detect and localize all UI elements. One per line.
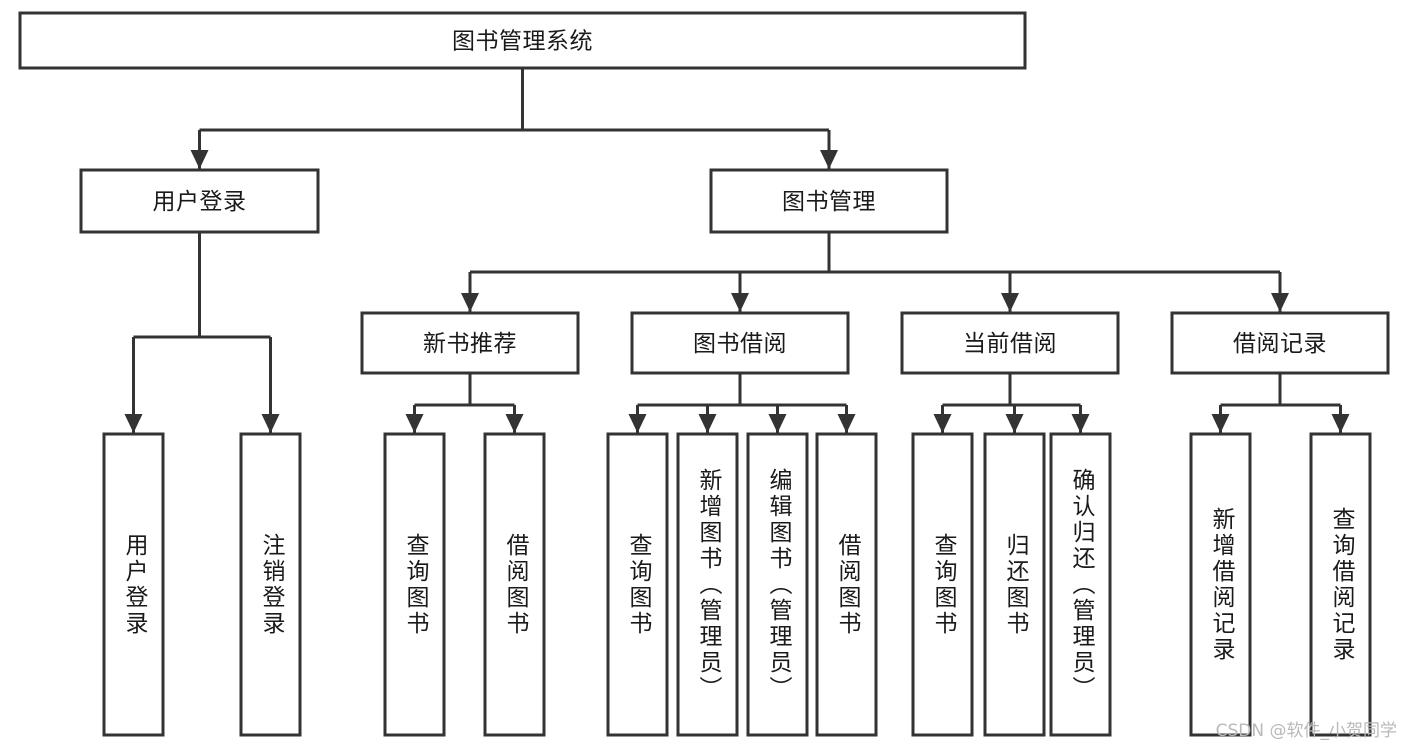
node-box-leaf-add-borrow-record[interactable] bbox=[1189, 432, 1252, 737]
arrow-head-icon-leaf-borrow-book bbox=[837, 414, 856, 433]
node-box-leaf-query-borrow-record[interactable] bbox=[1309, 432, 1372, 737]
node-box-leaf-query-book-borrow[interactable] bbox=[606, 432, 669, 737]
node-label-user-login: 用户登录 bbox=[153, 189, 247, 215]
arrow-head-icon-leaf-borrow-book-recommend bbox=[505, 414, 524, 433]
connector-layer bbox=[124, 68, 1350, 433]
arrow-head-icon-leaf-query-book-recommend bbox=[405, 414, 424, 433]
node-box-leaf-borrow-book-recommend[interactable] bbox=[483, 432, 546, 737]
node-box-leaf-borrow-book[interactable] bbox=[815, 432, 878, 737]
arrow-head-icon-leaf-logout-login bbox=[261, 414, 280, 433]
arrow-head-icon-leaf-confirm-return-admin bbox=[1071, 414, 1090, 433]
node-box-leaf-logout-login[interactable] bbox=[239, 432, 302, 737]
node-box-leaf-edit-book-admin[interactable] bbox=[746, 432, 809, 737]
arrow-head-icon-leaf-return-book bbox=[1005, 414, 1024, 433]
node-box-leaf-return-book[interactable] bbox=[983, 432, 1046, 737]
csdn-watermark: CSDN @软件_小贺同学 bbox=[1215, 721, 1397, 741]
arrow-head-icon-leaf-user-login bbox=[124, 414, 143, 433]
arrow-head-icon-l3-borrow-record bbox=[1271, 293, 1289, 312]
node-label-borrow-record: 借阅记录 bbox=[1233, 331, 1327, 357]
arrow-head-icon-leaf-query-book-current bbox=[933, 414, 952, 433]
node-box-leaf-query-book-current[interactable] bbox=[911, 432, 974, 737]
node-box-current-borrow[interactable] bbox=[900, 311, 1120, 375]
node-box-root[interactable] bbox=[18, 11, 1027, 70]
box-layer bbox=[18, 11, 1390, 737]
node-label-root: 图书管理系统 bbox=[452, 29, 593, 55]
arrow-head-icon-leaf-query-book-borrow bbox=[628, 414, 647, 433]
node-box-leaf-user-login[interactable] bbox=[102, 432, 165, 737]
arrow-head-icon-l2-book-management bbox=[820, 150, 838, 169]
node-label-book-borrow: 图书借阅 bbox=[693, 331, 787, 357]
node-label-new-book-recommend: 新书推荐 bbox=[423, 331, 517, 357]
node-box-leaf-add-book-admin[interactable] bbox=[676, 432, 739, 737]
node-box-leaf-confirm-return-admin[interactable] bbox=[1049, 432, 1112, 737]
arrow-head-icon-l3-new-book-recommend bbox=[461, 293, 479, 312]
arrow-head-icon-leaf-add-book-admin bbox=[698, 414, 717, 433]
node-label-book-management: 图书管理 bbox=[782, 189, 876, 215]
node-box-borrow-record[interactable] bbox=[1170, 311, 1390, 375]
node-box-new-book-recommend[interactable] bbox=[360, 311, 580, 375]
arrow-head-icon-l3-current-borrow bbox=[1001, 293, 1019, 312]
arrow-head-icon-l3-book-borrow bbox=[731, 293, 749, 312]
node-box-user-login[interactable] bbox=[79, 168, 320, 234]
arrow-head-icon-leaf-query-borrow-record bbox=[1331, 414, 1350, 433]
arrow-head-icon-l2-user-login bbox=[190, 150, 209, 169]
node-box-leaf-query-book-recommend[interactable] bbox=[383, 432, 446, 737]
arrow-head-icon-leaf-add-borrow-record bbox=[1211, 414, 1230, 433]
arrow-head-icon-leaf-edit-book-admin bbox=[768, 414, 787, 433]
node-box-book-management[interactable] bbox=[709, 168, 949, 234]
node-label-current-borrow: 当前借阅 bbox=[963, 331, 1057, 357]
node-box-book-borrow[interactable] bbox=[630, 311, 850, 375]
